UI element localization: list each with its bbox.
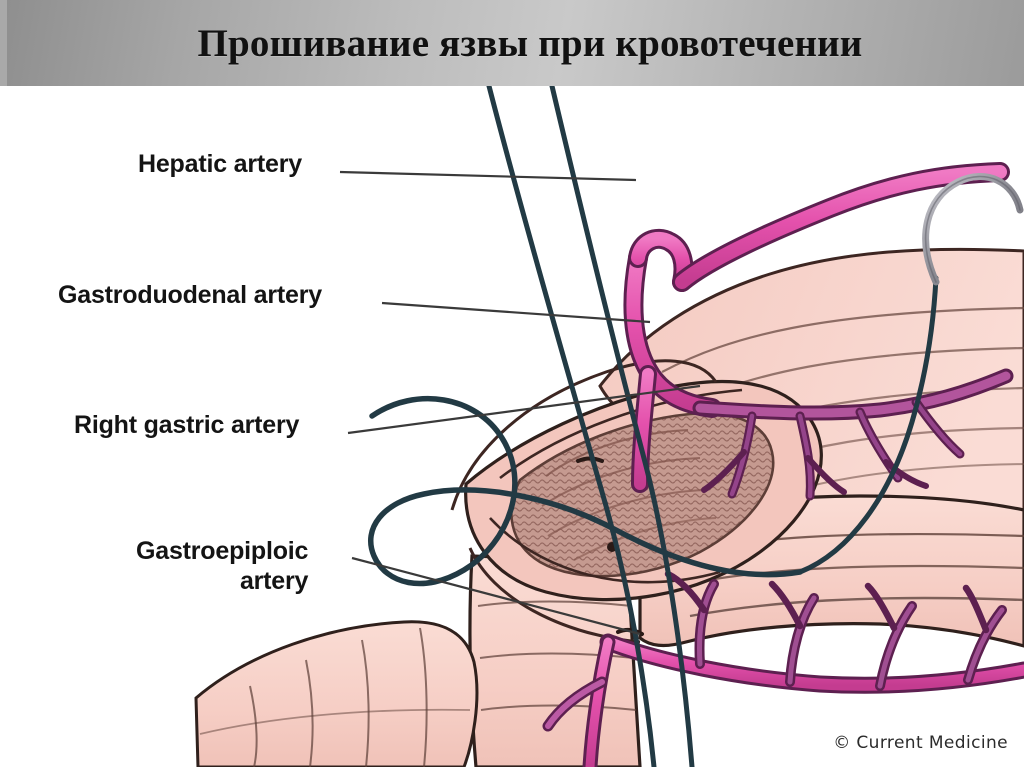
suture-to-needle — [797, 275, 939, 575]
label-hepatic-artery: Hepatic artery — [138, 150, 302, 178]
slide-header-band — [0, 0, 1024, 86]
page-title: Прошивание язвы при кровотечении — [197, 21, 863, 65]
gastroduodenal-artery — [631, 365, 657, 493]
anatomy-svg — [194, 86, 1024, 767]
label-right-gastric-artery: Right gastric artery — [74, 411, 300, 439]
suture-loop — [367, 395, 803, 587]
label-gastroepiploic-line1: Gastroepiploic — [136, 537, 309, 565]
copyright-credit: © Current Medicine — [833, 733, 1008, 753]
label-gastroduodenal-artery: Gastroduodenal artery — [58, 281, 322, 309]
suture-thread-right — [549, 86, 695, 767]
duodenum-proximal-loop — [194, 620, 479, 767]
leader-hepatic — [339, 170, 637, 182]
leader-lines — [339, 170, 701, 636]
leader-rightgastric — [347, 384, 701, 435]
suture-thread-left — [486, 86, 657, 767]
anatomy-illustration — [0, 86, 1024, 767]
leader-gastroduodenal — [381, 301, 651, 324]
surgical-needle — [922, 173, 1024, 286]
suture-threads — [367, 86, 939, 767]
right-gastric-artery — [692, 368, 1014, 501]
gastroepiploic-artery — [542, 570, 1024, 767]
label-gastroepiploic-line2: artery — [239, 566, 309, 595]
leader-gastroepiploic — [351, 556, 641, 636]
